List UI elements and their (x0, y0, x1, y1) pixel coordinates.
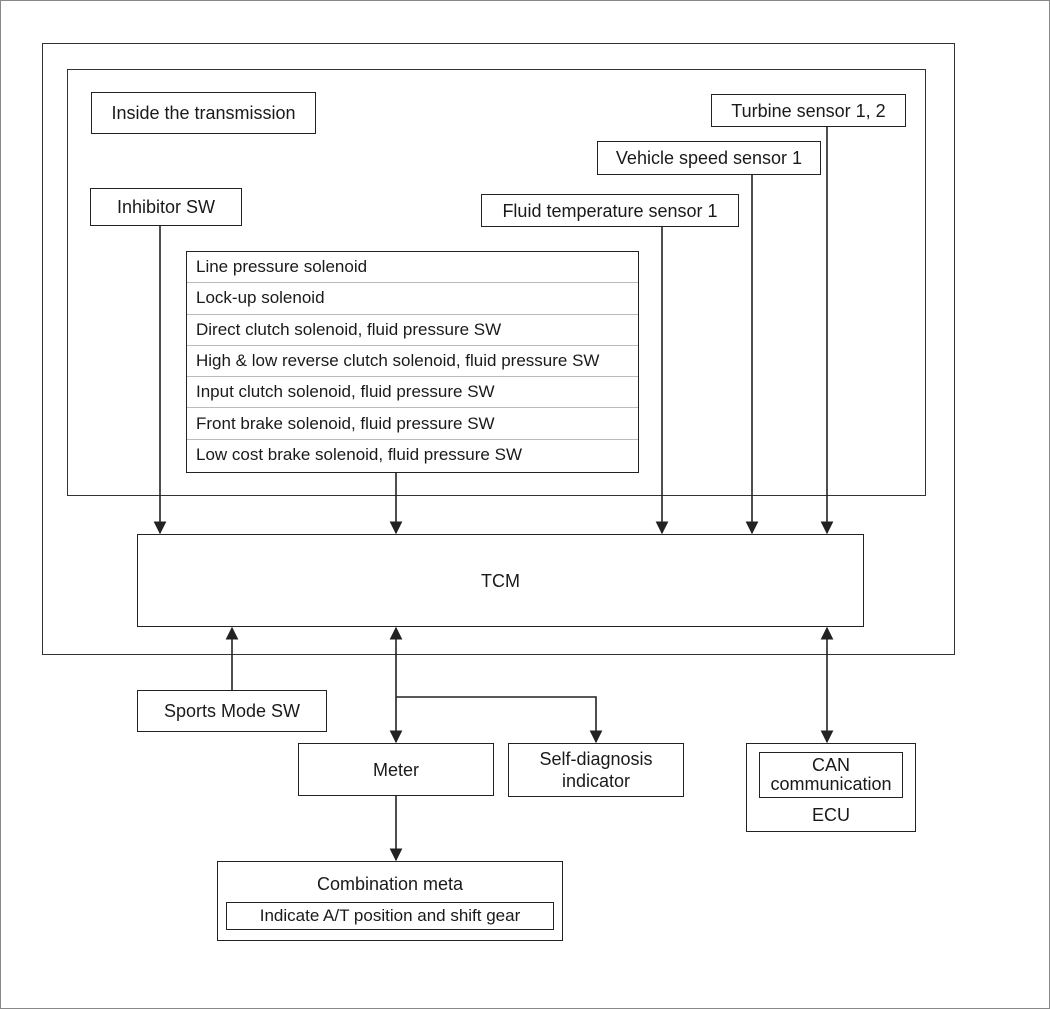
fluid-temperature-sensor-box: Fluid temperature sensor 1 (481, 194, 739, 227)
tcm-to-self-diagnosis-arrow (396, 696, 603, 744)
self-diagnosis-line-2: indicator (561, 771, 631, 791)
solenoid-row: Direct clutch solenoid, fluid pressure S… (187, 315, 638, 346)
ecu-label: ECU (811, 805, 850, 825)
solenoid-row: Low cost brake solenoid, fluid pressure … (196, 445, 522, 465)
self-diagnosis-line-1: Self-diagnosis (539, 749, 653, 769)
vehicle-frame (42, 43, 955, 655)
ecu-box: CAN communication ECU (746, 743, 916, 832)
solenoid-row: Front brake solenoid, fluid pressure SW (187, 408, 638, 440)
inhibitor-switch-box: Inhibitor SW (90, 188, 242, 226)
can-line-1: CAN (811, 755, 850, 775)
tcm-box: TCM (137, 534, 864, 627)
can-communication-box: CAN communication (759, 752, 903, 798)
turbine-sensor-box: Turbine sensor 1, 2 (711, 94, 906, 127)
transmission-frame (67, 69, 926, 496)
self-diagnosis-indicator-box: Self-diagnosis indicator (508, 743, 684, 797)
meter-box: Meter (298, 743, 494, 796)
can-line-2: communication (770, 774, 892, 794)
vehicle-speed-sensor-box: Vehicle speed sensor 1 (597, 141, 821, 175)
combination-meter-box: Combination meta Indicate A/T position a… (217, 861, 563, 941)
position-indicator-box: Indicate A/T position and shift gear (226, 902, 554, 930)
solenoid-row: High & low reverse clutch solenoid, flui… (187, 346, 638, 378)
solenoid-list: Line pressure solenoid Lock-up solenoid … (186, 251, 639, 473)
sports-mode-switch-box: Sports Mode SW (137, 690, 327, 732)
solenoid-row: Input clutch solenoid, fluid pressure SW (187, 377, 638, 409)
solenoid-row: Lock-up solenoid (187, 283, 638, 315)
transmission-label: Inside the transmission (91, 92, 316, 134)
combination-meter-title: Combination meta (316, 874, 464, 894)
solenoid-row: Line pressure solenoid (187, 252, 638, 284)
